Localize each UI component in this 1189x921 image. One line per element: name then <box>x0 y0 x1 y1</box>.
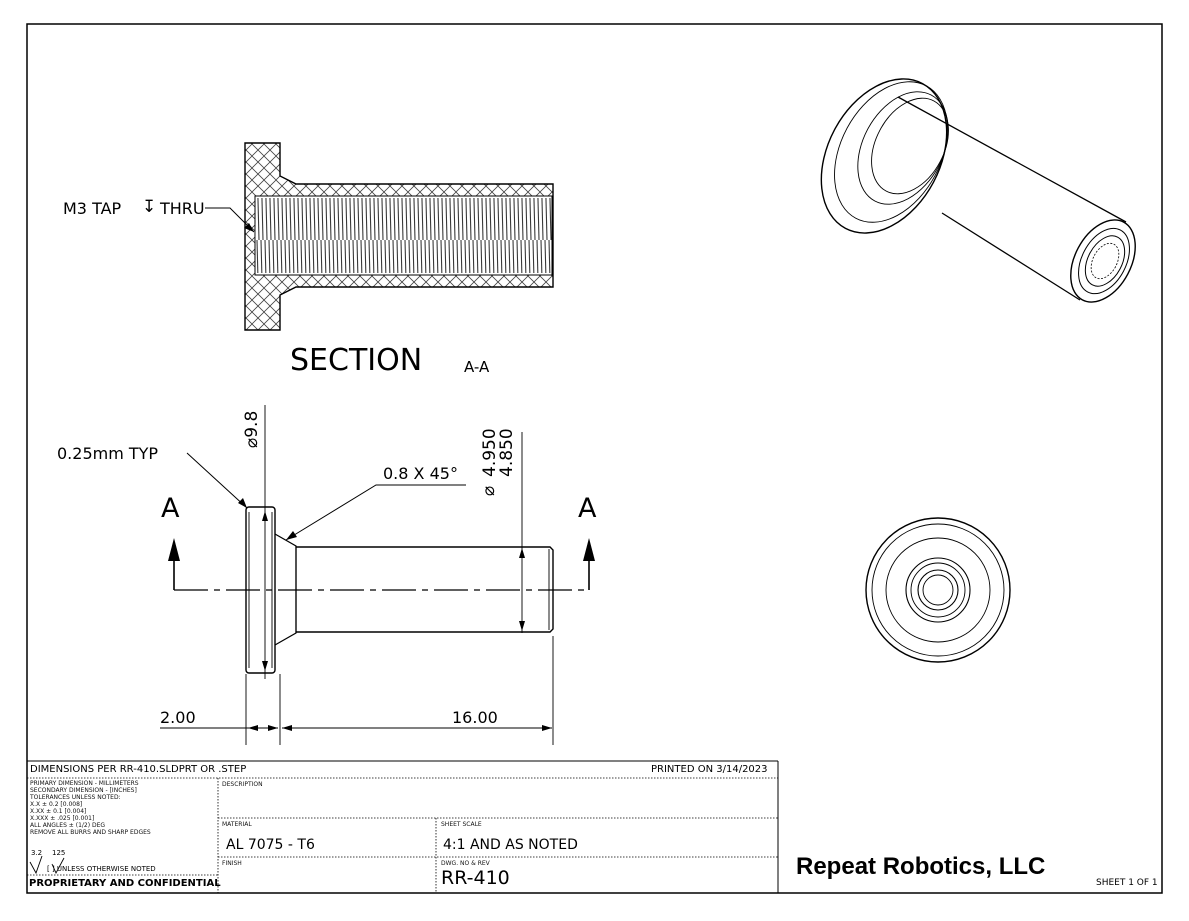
note-line: X.XX ± 0.1 [0.004] <box>30 808 87 815</box>
company-name: Repeat Robotics, LLC <box>796 853 1046 880</box>
note-line: X.XXX ± .025 [0.001] <box>30 815 95 822</box>
shaft-diameter-symbol: ⌀ <box>479 485 499 496</box>
finish-symbol-b: 125 <box>52 849 66 857</box>
tap-leader <box>205 207 255 233</box>
note-line: ALL ANGLES ± (1/2) DEG <box>30 822 106 829</box>
sheet-scale-value: 4:1 AND AS NOTED <box>443 837 578 853</box>
dimensions-note: DIMENSIONS PER RR-410.SLDPRT OR .STEP <box>30 764 247 775</box>
finish-note: [ ] UNLESS OTHERWISE NOTED <box>47 865 156 873</box>
material-label: MATERIAL <box>222 821 252 828</box>
dwg-number: RR-410 <box>441 867 510 889</box>
chamfer-note: 0.8 X 45° <box>383 464 458 483</box>
side-view <box>160 405 595 745</box>
thru-symbol: ↧ <box>142 197 157 217</box>
head-diameter: ⌀9.8 <box>242 410 262 448</box>
note-line: PRIMARY DIMENSION - MILLIMETERS <box>30 780 139 787</box>
dim-shaft-length: 16.00 <box>452 708 498 727</box>
tap-note: M3 TAP <box>63 199 122 218</box>
note-line: SECONDARY DIMENSION - [INCHES] <box>30 787 137 794</box>
material-value: AL 7075 - T6 <box>226 837 315 853</box>
section-mark-left: A <box>161 493 180 524</box>
sheet-scale-label: SHEET SCALE <box>441 821 482 828</box>
title-block-lines <box>27 760 779 893</box>
printed-on: PRINTED ON 3/14/2023 <box>651 764 768 775</box>
description-label: DESCRIPTION <box>222 781 263 788</box>
note-line: X.X ± 0.2 [0.008] <box>30 801 83 808</box>
note-line: REMOVE ALL BURRS AND SHARP EDGES <box>30 829 151 836</box>
end-view <box>865 517 1011 663</box>
sheet-number: SHEET 1 OF 1 <box>1096 878 1158 888</box>
isometric-view <box>820 78 1136 303</box>
dwg-label: DWG. NO & REV <box>441 860 490 867</box>
fillet-note: 0.25mm TYP <box>57 444 159 463</box>
thru-label: THRU <box>160 199 205 218</box>
thread-hatch <box>255 198 552 273</box>
section-mark-right: A <box>578 493 597 524</box>
section-title-suffix: A-A <box>464 358 490 376</box>
shaft-diameter-lower: 4.850 <box>497 428 517 477</box>
sheet-border <box>26 23 1163 894</box>
note-line: TOLERANCES UNLESS NOTED: <box>30 794 121 801</box>
proprietary-note: PROPRIETARY AND CONFIDENTIAL <box>29 878 221 889</box>
dim-head-thickness: 2.00 <box>160 708 196 727</box>
section-view <box>205 142 554 331</box>
finish-label: FINISH <box>222 860 242 867</box>
finish-symbol-a: 3.2 <box>31 849 43 857</box>
section-title: SECTION <box>290 343 423 378</box>
